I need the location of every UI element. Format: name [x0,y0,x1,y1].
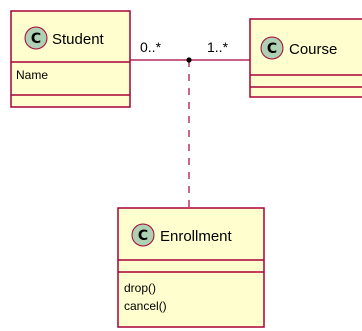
class-stereotype-icon [260,36,284,60]
class-student-name: Student [52,31,105,48]
class-course[interactable]: C Course [249,18,362,98]
class-stereotype-letter: C [267,41,277,57]
class-enrollment-method: cancel() [124,299,167,313]
class-stereotype-letter: C [31,31,41,47]
class-enrollment-name: Enrollment [160,228,233,245]
course-multiplicity: 1..* [207,39,229,55]
association-point [186,57,192,63]
class-student-box [10,10,131,108]
class-enrollment[interactable]: C Enrollment drop() cancel() [117,207,265,328]
class-course-name: Course [289,41,337,58]
class-student-attribute: Name [16,68,48,82]
class-stereotype-icon [24,26,48,50]
class-student[interactable]: C Student Name [10,10,131,108]
student-multiplicity: 0..* [140,39,162,55]
class-stereotype-icon [131,223,155,247]
class-stereotype-letter: C [138,228,148,244]
class-enrollment-method: drop() [124,281,156,295]
